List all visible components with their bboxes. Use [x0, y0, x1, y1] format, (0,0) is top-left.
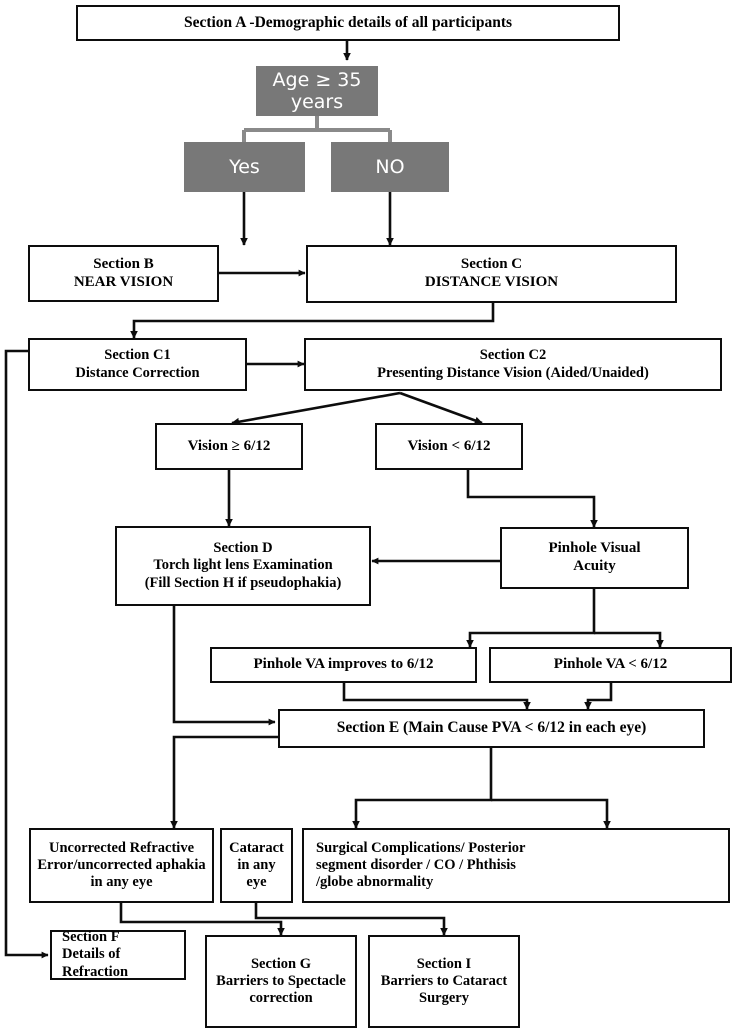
node-age-gate[interactable]: Age ≥ 35 years	[256, 66, 378, 116]
node-section-f[interactable]: Section F Details of Refraction	[50, 929, 186, 980]
node-section-c[interactable]: Section C DISTANCE VISION	[306, 245, 677, 303]
node-answer-yes[interactable]: Yes	[184, 142, 305, 192]
edge-visionlt-to-pinhole	[466, 470, 598, 528]
node-pinhole-va-lt-612[interactable]: Pinhole VA < 6/12	[489, 647, 732, 683]
edge-e-to-cataract	[352, 748, 493, 829]
node-section-c2[interactable]: Section C2 Presenting Distance Vision (A…	[304, 338, 722, 391]
edge-age-to-yesno	[242, 116, 392, 142]
node-answer-no[interactable]: NO	[331, 142, 449, 192]
node-vision-lt-612[interactable]: Vision < 6/12	[375, 423, 523, 470]
node-section-b[interactable]: Section B NEAR VISION	[28, 245, 219, 302]
node-section-g[interactable]: Section G Barriers to Spectacle correcti…	[205, 935, 357, 1028]
edge-improves-to-e	[342, 683, 531, 710]
edge-e-to-uncorrected	[170, 735, 278, 829]
edge-pinhole-to-lt	[594, 631, 664, 648]
node-section-i[interactable]: Section I Barriers to Cataract Surgery	[368, 935, 520, 1028]
edge-c-to-c1	[130, 303, 495, 339]
node-pinhole-visual-acuity[interactable]: Pinhole Visual Acuity	[500, 527, 689, 589]
node-pinhole-va-improves[interactable]: Pinhole VA improves to 6/12	[210, 647, 477, 683]
node-section-a[interactable]: Section A -Demographic details of all pa…	[76, 5, 620, 41]
node-vision-ge-612[interactable]: Vision ≥ 6/12	[155, 423, 303, 470]
edge-c2-to-vision-lt	[399, 391, 483, 425]
edge-phlt-to-e	[584, 683, 613, 710]
node-section-e[interactable]: Section E (Main Cause PVA < 6/12 in each…	[278, 709, 705, 748]
node-section-c1[interactable]: Section C1 Distance Correction	[28, 338, 247, 391]
edge-e-to-surgical	[491, 798, 611, 829]
edge-pinhole-to-improves	[466, 589, 596, 648]
edge-c2-to-vision-ge	[231, 391, 401, 426]
node-section-d[interactable]: Section D Torch light lens Examination (…	[115, 526, 371, 606]
node-surgical-complications[interactable]: Surgical Complications/ Posterior segmen…	[302, 828, 730, 903]
edge-cataract-to-i	[254, 903, 448, 936]
node-uncorrected-refractive-error[interactable]: Uncorrected Refractive Error/uncorrected…	[29, 828, 214, 903]
node-cataract-in-any-eye[interactable]: Cataract in any eye	[220, 828, 293, 903]
